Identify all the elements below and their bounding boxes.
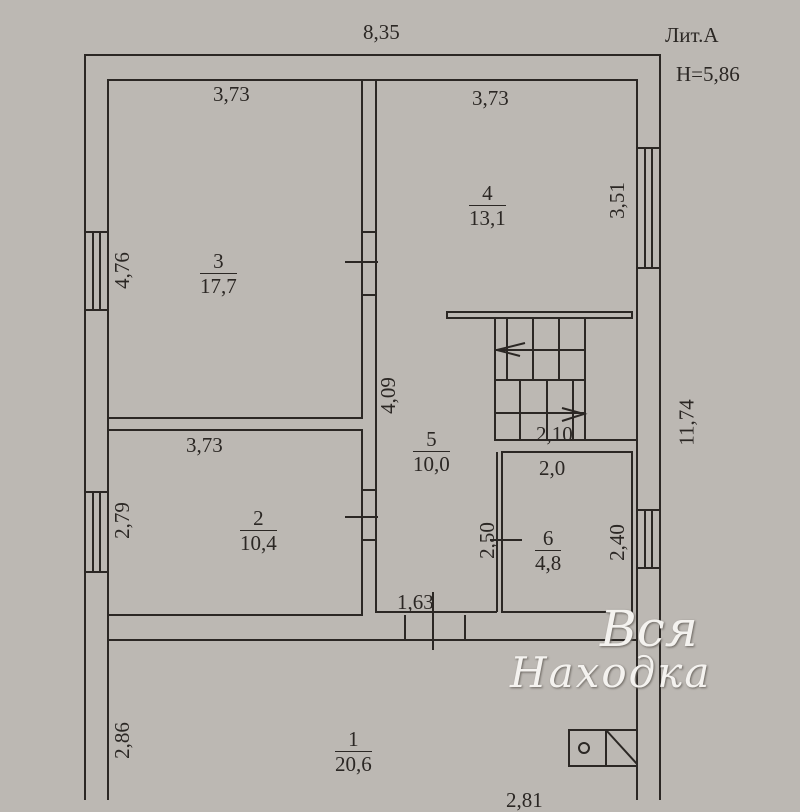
window-left-2 bbox=[84, 491, 109, 573]
room-number: 3 bbox=[200, 250, 237, 275]
room3-width: 3,73 bbox=[213, 82, 250, 106]
room-6-outline bbox=[501, 451, 633, 613]
room1-height: 2,86 bbox=[109, 722, 134, 759]
watermark-line1: Вся bbox=[600, 600, 698, 658]
room-area: 10,4 bbox=[240, 531, 277, 556]
watermark-line2: Находка bbox=[510, 648, 712, 697]
room-area: 13,1 bbox=[469, 206, 506, 231]
total-height: 11,74 bbox=[674, 399, 699, 446]
door-tick-room3 bbox=[345, 248, 378, 278]
window-right-1 bbox=[636, 147, 661, 269]
room-number: 4 bbox=[469, 182, 506, 207]
room2-width: 3,73 bbox=[186, 433, 223, 457]
room-number: 1 bbox=[335, 728, 372, 753]
room-number: 6 bbox=[535, 527, 562, 552]
room1-width: 2,81 bbox=[506, 788, 543, 812]
room-2-outline bbox=[107, 429, 363, 616]
room4-height: 3,51 bbox=[604, 182, 629, 219]
room5-height: 4,09 bbox=[375, 377, 400, 414]
window-left-1 bbox=[84, 231, 109, 311]
room4-width: 3,73 bbox=[472, 86, 509, 110]
litera-label: Лит.А bbox=[665, 23, 719, 47]
room-area: 17,7 bbox=[200, 274, 237, 299]
corridor-width: 1,63 bbox=[397, 590, 434, 614]
total-width-label: 8,35 bbox=[363, 20, 400, 44]
stair-width: 2,10 bbox=[536, 422, 573, 446]
room-number: 5 bbox=[413, 428, 450, 453]
door-jambs bbox=[362, 231, 376, 541]
room6-left: 2,50 bbox=[474, 522, 499, 559]
room-area: 4,8 bbox=[535, 551, 562, 576]
room6-width: 2,0 bbox=[539, 456, 566, 480]
outer-wall bbox=[84, 54, 661, 800]
room-number: 2 bbox=[240, 507, 277, 532]
partition-wall bbox=[375, 80, 497, 613]
stair-arrow-down-icon bbox=[561, 407, 588, 422]
stair-arrow-up-icon bbox=[496, 342, 526, 357]
stove-symbol bbox=[568, 729, 638, 767]
room-area: 10,0 bbox=[413, 452, 450, 477]
room6-right: 2,40 bbox=[604, 524, 629, 561]
door-tick-room2 bbox=[345, 503, 378, 533]
room2-height: 2,79 bbox=[109, 502, 134, 539]
corridor-door-jambs bbox=[404, 615, 466, 640]
room-3-outline bbox=[107, 79, 363, 419]
horizontal-wall bbox=[108, 614, 637, 641]
window-right-2 bbox=[636, 509, 661, 569]
height-label: H=5,86 bbox=[676, 62, 740, 86]
room3-height: 4,76 bbox=[109, 252, 134, 289]
room-area: 20,6 bbox=[335, 752, 372, 777]
